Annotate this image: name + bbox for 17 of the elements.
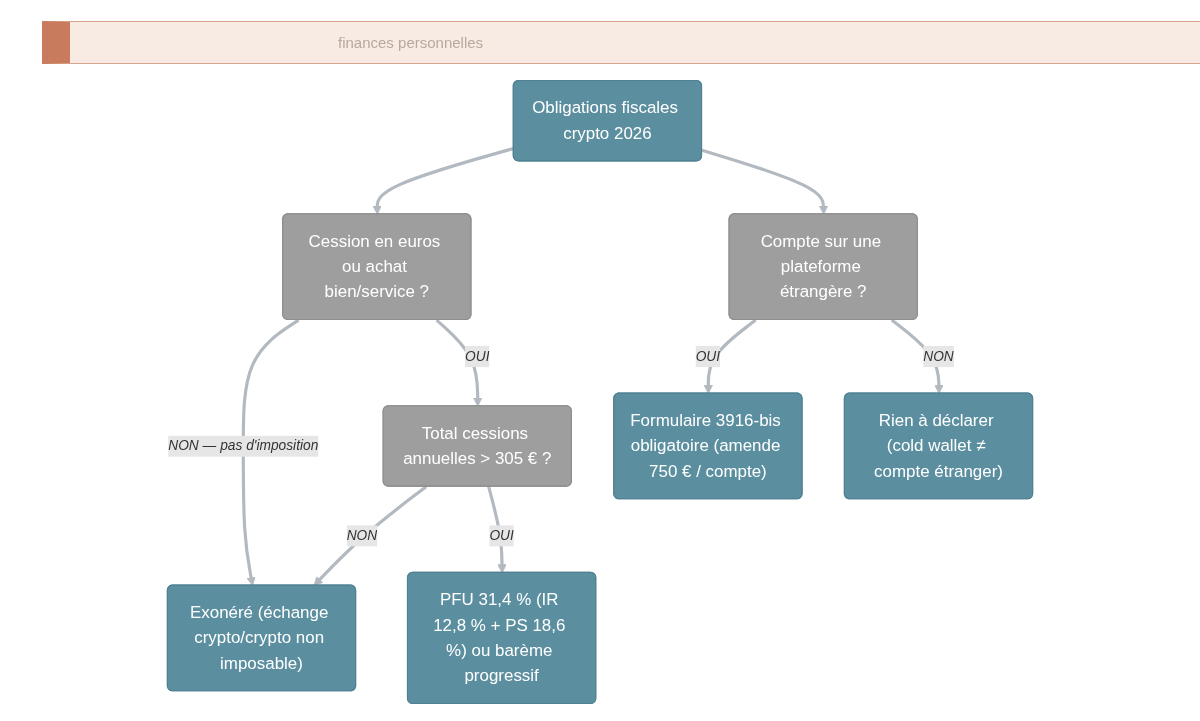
- process-box: Exonéré (échange crypto/crypto non imposable): [166, 584, 357, 692]
- question-box: Cession en euros ou achat bien/service ?: [282, 213, 472, 321]
- arrow: [241, 318, 300, 586]
- edge-label: NON — pas d'imposition: [168, 435, 319, 457]
- process-box: Formulaire 3916-bis obligatoire (amende 750 € / compte): [613, 392, 803, 500]
- edge-label: OUI: [489, 525, 514, 546]
- edge-label: OUI: [465, 346, 490, 367]
- process-box: Rien à déclarer (cold wallet ≠ compte étranger): [843, 392, 1034, 500]
- edge-label: OUI: [695, 346, 721, 367]
- question-box: Total cessions annuelles > 305 € ?: [382, 405, 572, 487]
- edge-label: NON: [923, 346, 954, 367]
- question-box: Compte sur une plateforme étrangère ?: [728, 213, 918, 321]
- process-box: Obligations fiscales crypto 2026: [512, 79, 703, 162]
- arrow: [701, 148, 829, 215]
- edge-label: NON: [346, 525, 378, 546]
- process-box: PFU 31,4 % (IR 12,8 % + PS 18,6 %) ou barème progressif: [406, 571, 597, 705]
- section-label: finances personnelles: [338, 34, 484, 51]
